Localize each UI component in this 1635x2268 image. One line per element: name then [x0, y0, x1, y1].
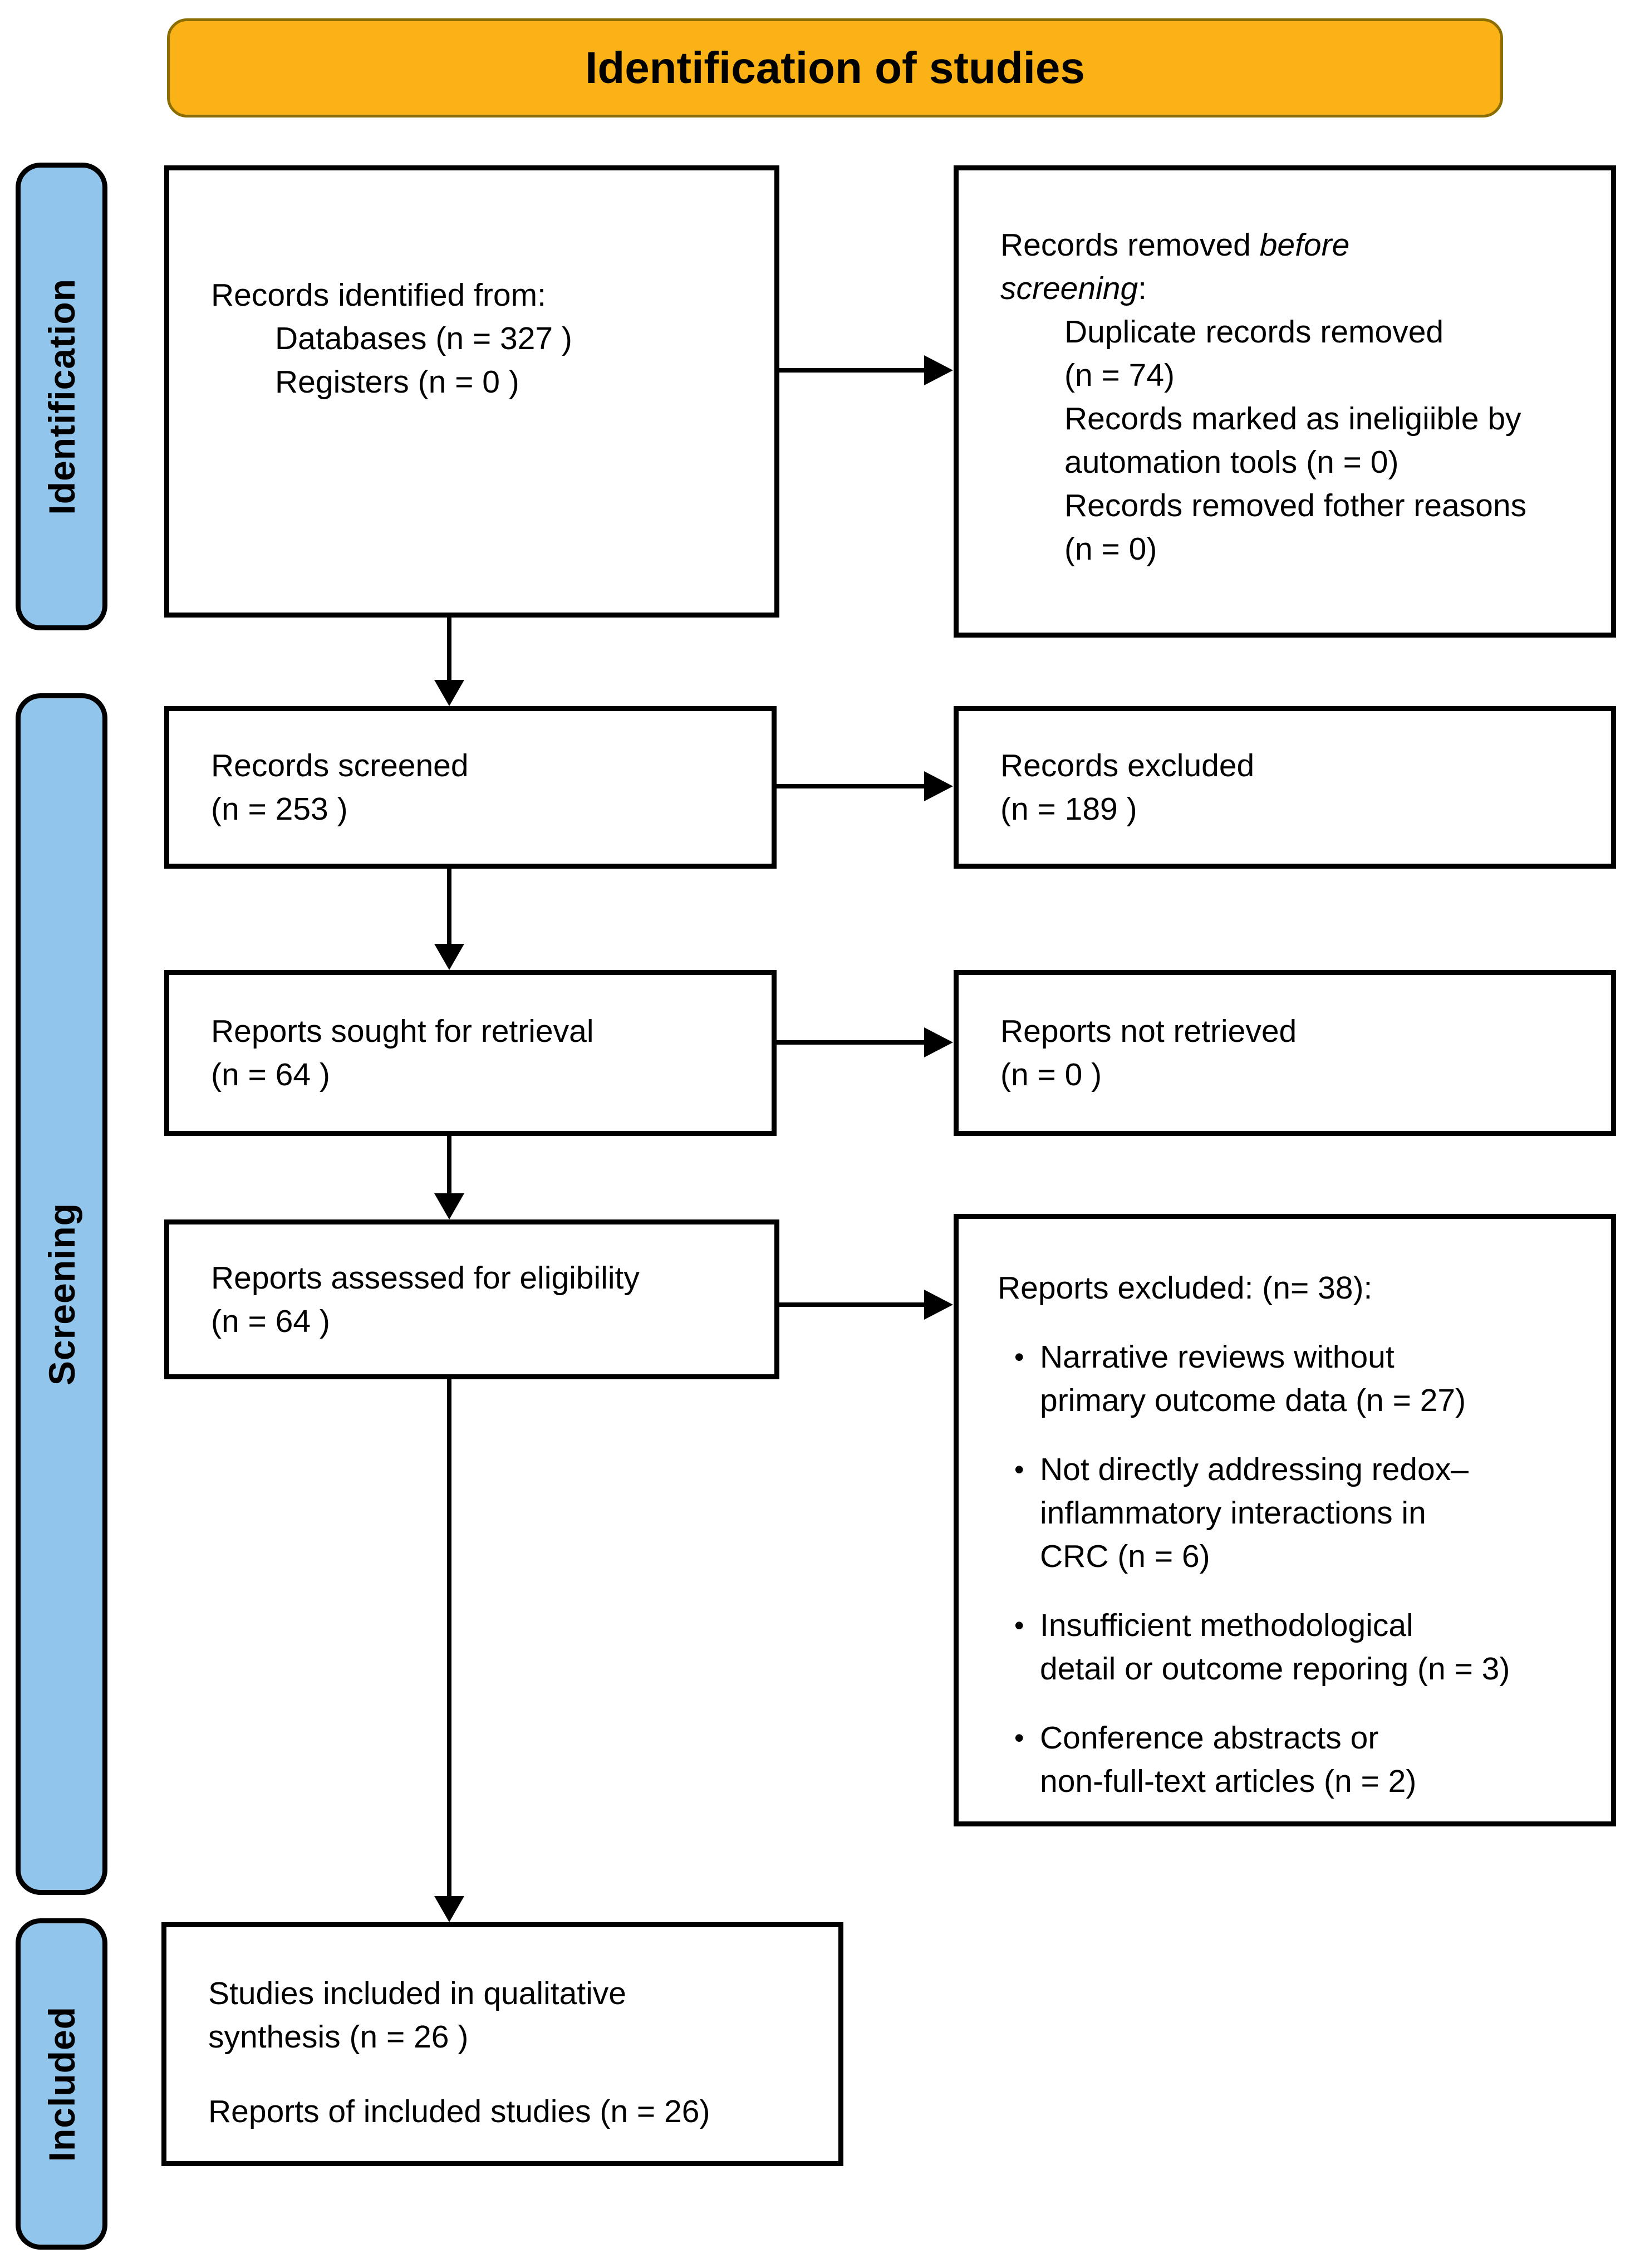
stage-label-identification: Identification — [41, 278, 82, 515]
arrow-shaft — [777, 784, 925, 788]
box-records-screened: Records screened (n = 253 ) — [164, 706, 777, 869]
arrowhead-down-icon — [434, 1896, 464, 1922]
reports-sought-text: Reports sought for retrieval (n = 64 ) — [211, 1013, 594, 1093]
arrow-shaft — [447, 1379, 451, 1898]
reports-excluded-title: Reports excluded: (n= 38): — [998, 1270, 1373, 1306]
reports-excluded-bullet-2: • Not directly addressing redox– inflamm… — [998, 1448, 1594, 1578]
records-identified-databases: Databases (n = 327 ) — [275, 321, 572, 356]
stage-bar-screening: Screening — [16, 693, 107, 1895]
records-identified-title: Records identified from: — [211, 277, 546, 313]
records-removed-duplicates: Duplicate records removed (n = 74) — [1064, 314, 1444, 393]
arrow-shaft — [447, 1136, 451, 1195]
box-records-excluded: Records excluded (n = 189 ) — [954, 706, 1616, 869]
box-studies-included: Studies included in qualitative synthesi… — [161, 1922, 843, 2166]
records-removed-other-reasons: Records removed fother reasons (n = 0) — [1064, 488, 1527, 567]
bullet-icon: • — [1014, 1610, 1024, 1641]
box-records-removed-before-screening: Records removed before screening: Duplic… — [954, 165, 1616, 638]
studies-included-reports: Reports of included studies (n = 26) — [208, 2094, 710, 2129]
reports-excluded-bullet-2-text: Not directly addressing redox– inflammat… — [1040, 1452, 1469, 1574]
reports-excluded-bullet-1: • Narrative reviews without primary outc… — [998, 1335, 1594, 1422]
arrowhead-right-icon — [924, 1290, 953, 1320]
records-identified-registers: Registers (n = 0 ) — [275, 364, 519, 400]
diagram-title: Identification of studies — [585, 43, 1085, 92]
box-records-identified: Records identified from: Databases (n = … — [164, 165, 779, 618]
arrow-shaft — [447, 616, 451, 682]
arrow-shaft — [447, 869, 451, 946]
arrowhead-right-icon — [924, 355, 953, 385]
arrowhead-down-icon — [434, 1193, 464, 1219]
reports-assessed-text: Reports assessed for eligibility (n = 64… — [211, 1260, 640, 1339]
records-removed-title-suffix: : — [1138, 271, 1147, 306]
records-removed-title-prefix: Records removed — [1000, 227, 1260, 263]
box-reports-not-retrieved: Reports not retrieved (n = 0 ) — [954, 970, 1616, 1136]
box-reports-excluded: Reports excluded: (n= 38): • Narrative r… — [954, 1214, 1616, 1826]
box-reports-assessed-for-eligibility: Reports assessed for eligibility (n = 64… — [164, 1219, 779, 1379]
bullet-icon: • — [1014, 1722, 1024, 1753]
stage-label-included: Included — [41, 2006, 82, 2162]
arrowhead-right-icon — [924, 1027, 953, 1057]
stage-bar-identification: Identification — [16, 163, 107, 630]
arrowhead-down-icon — [434, 680, 464, 706]
arrowhead-right-icon — [924, 771, 953, 801]
records-removed-title-italic: before screening — [1000, 227, 1350, 306]
records-excluded-text: Records excluded (n = 189 ) — [1000, 748, 1255, 827]
reports-excluded-bullet-4: • Conference abstracts or non-full-text … — [998, 1716, 1594, 1803]
bullet-icon: • — [1014, 1341, 1024, 1373]
arrowhead-down-icon — [434, 944, 464, 970]
arrow-shaft — [777, 1040, 925, 1045]
studies-included-synthesis: Studies included in qualitative synthesi… — [208, 1976, 626, 2055]
records-screened-text: Records screened (n = 253 ) — [211, 748, 469, 827]
title-banner: Identification of studies — [167, 18, 1503, 117]
reports-excluded-bullet-1-text: Narrative reviews without primary outcom… — [1040, 1339, 1466, 1418]
records-removed-automation: Records marked as ineligiible by automat… — [1064, 401, 1521, 480]
stage-bar-included: Included — [16, 1918, 107, 2250]
bullet-icon: • — [1014, 1454, 1024, 1485]
reports-excluded-bullet-3-text: Insufficient methodological detail or ou… — [1040, 1608, 1510, 1687]
arrow-shaft — [779, 1302, 925, 1307]
stage-label-screening: Screening — [41, 1202, 82, 1386]
reports-excluded-bullet-3: • Insufficient methodological detail or … — [998, 1604, 1594, 1691]
reports-excluded-bullet-4-text: Conference abstracts or non-full-text ar… — [1040, 1720, 1417, 1799]
reports-not-retrieved-text: Reports not retrieved (n = 0 ) — [1000, 1013, 1297, 1093]
arrow-shaft — [779, 368, 925, 373]
box-reports-sought-for-retrieval: Reports sought for retrieval (n = 64 ) — [164, 970, 777, 1136]
records-removed-title: Records removed before screening: — [1000, 223, 1446, 310]
